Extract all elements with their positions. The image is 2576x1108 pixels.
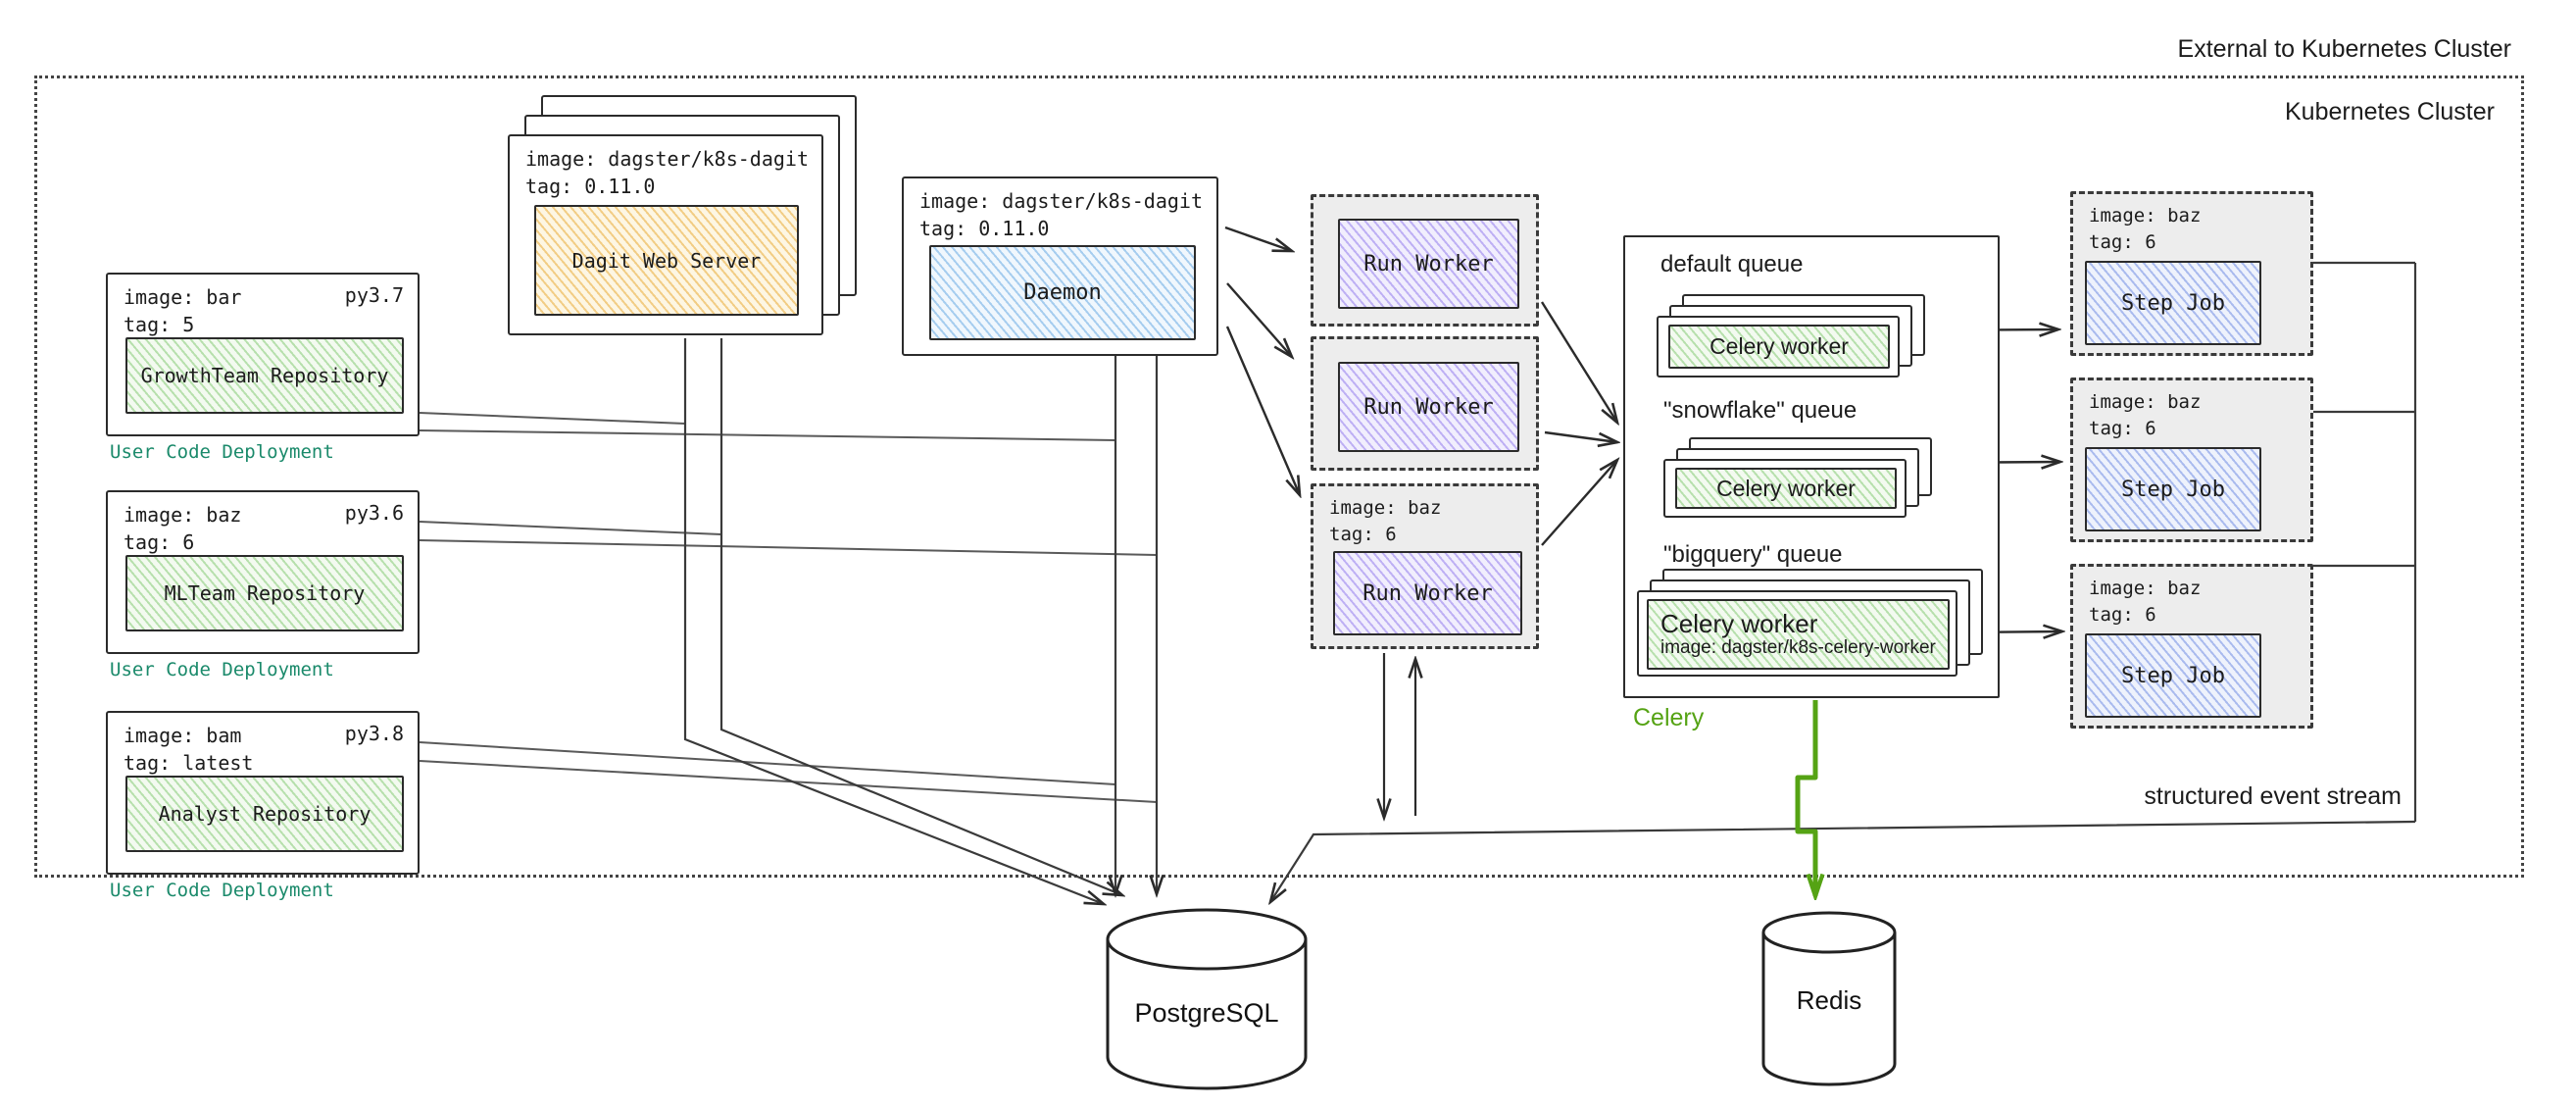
ucd3-repository-box: Analyst Repository: [125, 776, 404, 852]
dagit-web-server-stack: image: dagster/k8s-dagit tag: 0.11.0 Dagi…: [508, 95, 865, 337]
user-code-deployment-3: image: bam tag: latest py3.8 Analyst Repo…: [106, 711, 420, 875]
ucd1-python-version: py3.7: [344, 283, 404, 307]
ucd2-python-version: py3.6: [344, 501, 404, 525]
default-queue-worker-stack: Celery worker: [1657, 294, 1929, 379]
daemon-box: image: dagster/k8s-dagit tag: 0.11.0 Daem…: [902, 176, 1218, 356]
postgres-label: PostgreSQL: [1134, 998, 1279, 1028]
structured-event-stream-label: structured event stream: [2144, 782, 2402, 810]
ucd1-repository-box: GrowthTeam Repository: [125, 337, 404, 414]
bigquery-queue-worker-image: image: dagster/k8s-celery-worker: [1660, 637, 1936, 659]
ucd1-tag: tag: 5: [124, 313, 195, 336]
ucd2-repository-label: MLTeam Repository: [164, 581, 366, 605]
ucd2-repository-box: MLTeam Repository: [125, 555, 404, 631]
run-worker-1: Run Worker: [1311, 194, 1539, 327]
bigquery-queue-worker-box: Celery worker image: dagster/k8s-celery-…: [1637, 590, 1957, 677]
ucd3-caption: User Code Deployment: [110, 880, 334, 901]
dagit-tag: tag: 0.11.0: [525, 175, 656, 198]
ucd1-caption: User Code Deployment: [110, 441, 334, 463]
dagit-label: Dagit Web Server: [571, 248, 762, 273]
run-worker-3-label: Run Worker: [1362, 580, 1493, 606]
dagit-label-box: Dagit Web Server: [534, 205, 799, 316]
step-job-3-tag: tag: 6: [2089, 603, 2156, 626]
step-job-3-label-box: Step Job: [2085, 633, 2261, 718]
ucd2-image: image: baz: [124, 503, 242, 527]
snowflake-queue-worker-box: Celery worker: [1663, 459, 1907, 518]
run-worker-2-label: Run Worker: [1363, 394, 1494, 420]
step-job-1-label-box: Step Job: [2085, 261, 2261, 345]
ucd1-image: image: bar: [124, 285, 242, 309]
run-worker-2-label-box: Run Worker: [1338, 362, 1519, 452]
step-job-3-image: image: baz: [2089, 578, 2202, 599]
daemon-image: image: dagster/k8s-dagit: [919, 189, 1203, 213]
external-cluster-label: External to Kubernetes Cluster: [2177, 35, 2511, 63]
step-job-2-tag: tag: 6: [2089, 417, 2156, 439]
redis-label: Redis: [1796, 985, 1862, 1015]
daemon-label: Daemon: [1023, 280, 1102, 305]
default-queue-worker-label: Celery worker: [1709, 333, 1849, 359]
ucd2-tag: tag: 6: [124, 530, 195, 554]
celery-caption: Celery: [1633, 704, 1705, 731]
user-code-deployment-1: image: bar tag: 5 py3.7 GrowthTeam Reposi…: [106, 273, 420, 436]
ucd3-python-version: py3.8: [344, 722, 404, 745]
step-job-1: image: baz tag: 6 Step Job: [2070, 191, 2313, 356]
default-queue-worker-box: Celery worker: [1657, 316, 1900, 378]
snowflake-queue-worker-label: Celery worker: [1716, 475, 1856, 501]
dagit-web-server-box: image: dagster/k8s-dagit tag: 0.11.0 Dagi…: [508, 134, 823, 335]
run-worker-3-label-box: Run Worker: [1333, 551, 1522, 635]
run-worker-1-label-box: Run Worker: [1338, 219, 1519, 309]
snowflake-queue-label: "snowflake" queue: [1663, 397, 1858, 424]
kubernetes-cluster-label: Kubernetes Cluster: [2284, 98, 2495, 126]
ucd3-tag: tag: latest: [124, 751, 254, 775]
user-code-deployment-2: image: baz tag: 6 py3.6 MLTeam Repository: [106, 490, 420, 654]
ucd3-image: image: bam: [124, 724, 242, 747]
step-job-2-label: Step Job: [2121, 477, 2225, 502]
step-job-3: image: baz tag: 6 Step Job: [2070, 564, 2313, 729]
daemon-label-box: Daemon: [929, 245, 1196, 340]
bigquery-queue-worker-label: Celery worker: [1660, 608, 1818, 638]
step-job-2-label-box: Step Job: [2085, 447, 2261, 531]
run-worker-3: image: baz tag: 6 Run Worker: [1311, 483, 1539, 649]
ucd1-repository-label: GrowthTeam Repository: [140, 364, 389, 387]
bigquery-queue-label: "bigquery" queue: [1663, 541, 1843, 568]
ucd3-repository-label: Analyst Repository: [158, 802, 372, 826]
run-worker-1-label: Run Worker: [1363, 251, 1494, 277]
step-job-1-label: Step Job: [2121, 290, 2225, 316]
step-job-3-label: Step Job: [2121, 663, 2225, 688]
step-job-2-image: image: baz: [2089, 391, 2202, 413]
run-worker-3-image: image: baz: [1329, 497, 1442, 519]
daemon-tag: tag: 0.11.0: [919, 217, 1050, 240]
snowflake-queue-worker-stack: Celery worker: [1663, 437, 1936, 520]
step-job-1-tag: tag: 6: [2089, 230, 2156, 253]
bigquery-queue-worker-stack: Celery worker image: dagster/k8s-celery-…: [1637, 569, 1986, 679]
run-worker-2: Run Worker: [1311, 336, 1539, 471]
step-job-1-image: image: baz: [2089, 205, 2202, 227]
ucd2-caption: User Code Deployment: [110, 659, 334, 680]
dagit-image: image: dagster/k8s-dagit: [525, 147, 809, 171]
default-queue-label: default queue: [1660, 251, 1804, 277]
run-worker-3-tag: tag: 6: [1329, 523, 1397, 545]
step-job-2: image: baz tag: 6 Step Job: [2070, 378, 2313, 542]
